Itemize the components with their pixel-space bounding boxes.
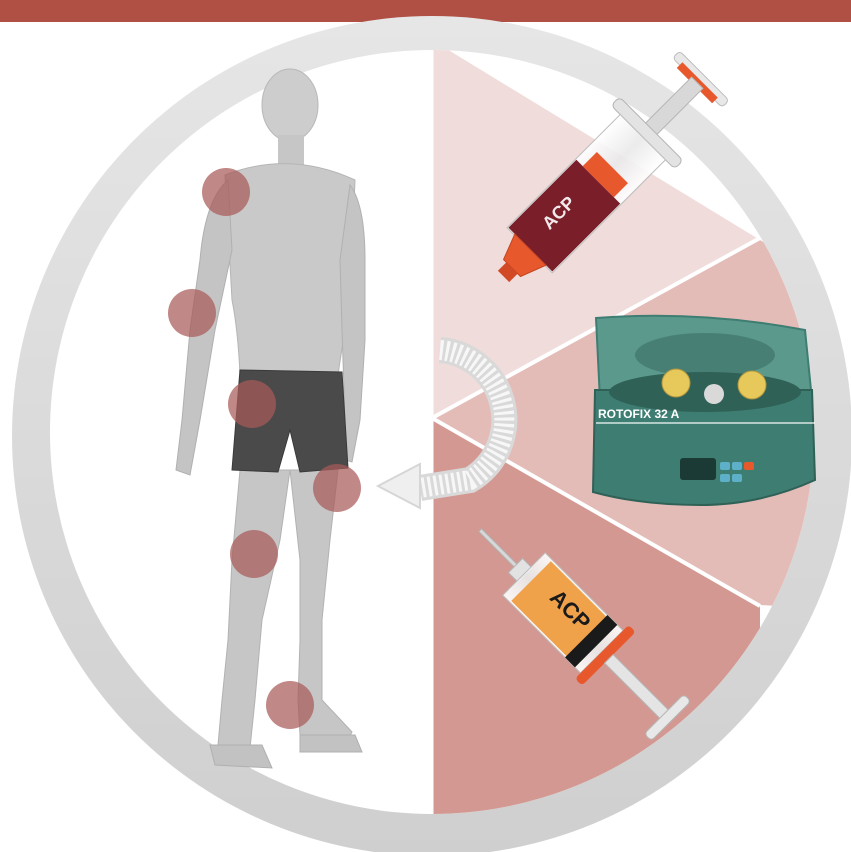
centrifuge-icon: ROTOFIX 32 A [593,316,815,505]
joint-marker-shin [230,530,278,578]
joint-marker-knee-right [313,464,361,512]
joint-marker-elbow [168,289,216,337]
centrifuge-brand-label: ROTOFIX 32 A [598,407,680,421]
joint-marker-hip [228,380,276,428]
joint-marker-shoulder [202,168,250,216]
joint-marker-ankle [266,681,314,729]
